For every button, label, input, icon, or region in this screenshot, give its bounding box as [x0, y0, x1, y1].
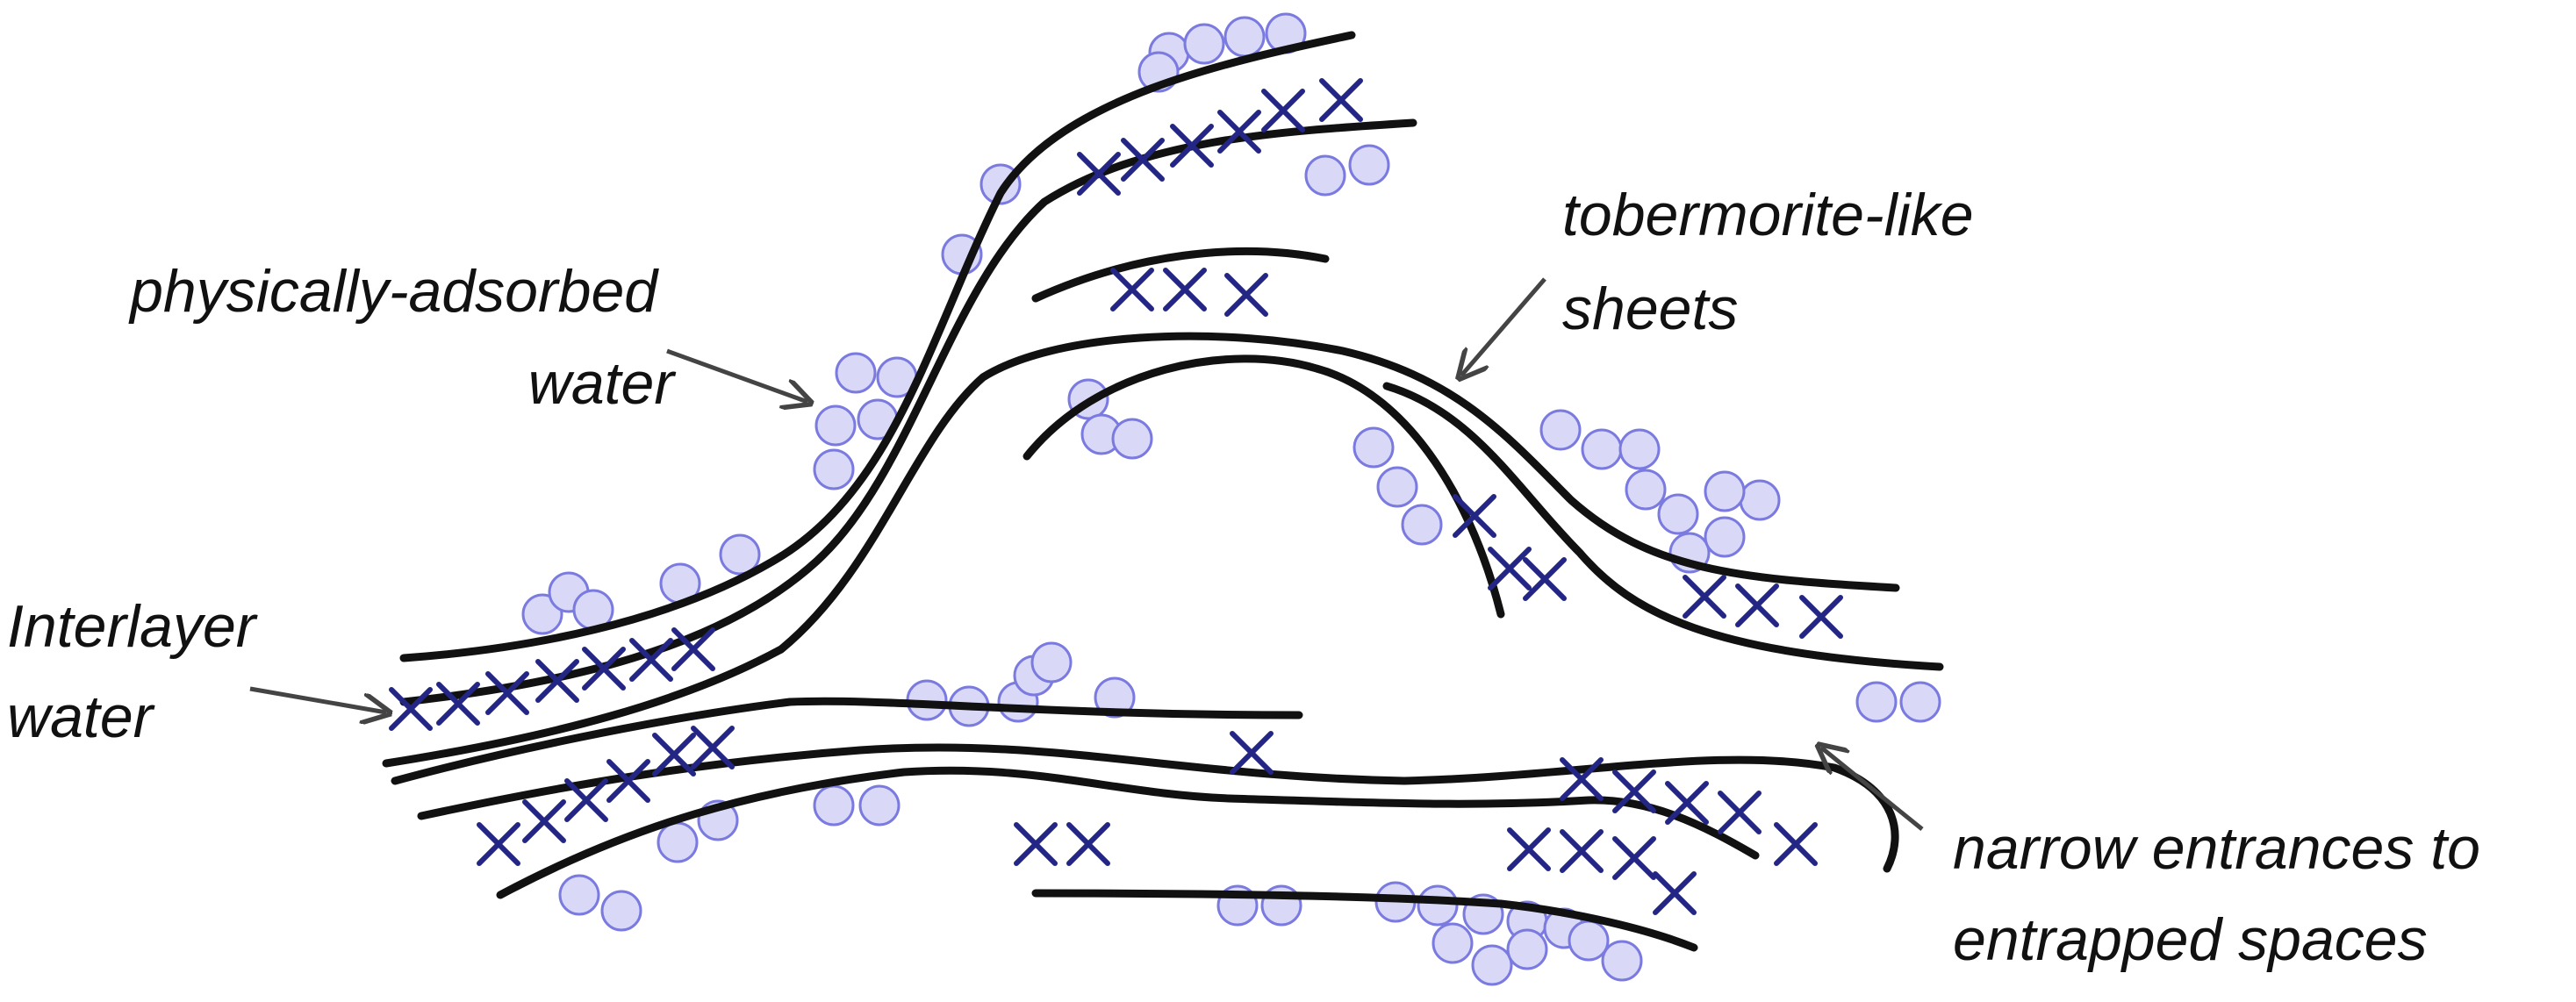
interlayer-water-x-22	[691, 726, 735, 769]
water-molecule-30	[1855, 681, 1898, 723]
interlayer-water-marks	[389, 78, 1843, 915]
tobermorite-sheets	[382, 31, 1944, 952]
interlayer-water-x-4	[1217, 110, 1261, 154]
water-molecule-43	[813, 784, 855, 827]
interlayer-water-x-25	[1230, 731, 1274, 775]
interlayer-water-x-7	[1110, 268, 1154, 311]
water-molecule-6	[1304, 154, 1346, 197]
label-interlayer-water: Interlayer water	[7, 593, 272, 750]
water-molecule-46	[600, 890, 642, 932]
water-molecules	[521, 12, 1941, 986]
water-molecule-47	[657, 821, 699, 863]
interlayer-water-x-32	[1560, 757, 1604, 801]
arrow-narrow-entrances	[1821, 748, 1924, 831]
interlayer-water-x-20	[606, 759, 650, 803]
interlayer-water-x-31	[1799, 595, 1843, 639]
sheet-4	[382, 332, 1900, 768]
arrow-physically-adsorbed	[666, 348, 807, 402]
water-molecule-21	[1539, 409, 1582, 451]
sheet-9	[496, 766, 1760, 899]
sheet-7	[391, 697, 1303, 785]
water-molecule-2	[1183, 23, 1225, 65]
arrow-tobermorite-sheets	[1461, 277, 1546, 376]
interlayer-water-x-5	[1261, 89, 1305, 132]
water-molecule-32	[521, 593, 563, 635]
water-molecule-31	[1899, 681, 1941, 723]
interlayer-water-x-6	[1319, 78, 1363, 122]
interlayer-water-x-36	[1774, 822, 1818, 866]
interlayer-water-x-27	[1488, 547, 1532, 590]
interlayer-water-x-26	[1453, 494, 1496, 538]
interlayer-water-x-17	[477, 822, 520, 866]
interlayer-water-x-9	[1224, 273, 1268, 317]
interlayer-water-x-19	[564, 778, 608, 822]
interlayer-water-x-13	[535, 659, 579, 703]
sheet-1	[399, 31, 1356, 662]
interlayer-water-x-2	[1121, 138, 1165, 182]
water-molecule-59	[1471, 944, 1513, 986]
water-molecule-56	[1568, 920, 1610, 962]
interlayer-water-x-37	[1507, 827, 1551, 871]
interlayer-water-x-14	[582, 647, 626, 691]
interlayer-water-x-11	[436, 682, 480, 726]
water-molecule-18	[1353, 426, 1395, 469]
water-molecule-52	[1417, 884, 1459, 927]
interlayer-water-x-15	[629, 638, 673, 682]
interlayer-water-x-30	[1735, 583, 1779, 627]
water-molecule-14	[813, 448, 855, 490]
interlayer-water-x-40	[1653, 871, 1697, 915]
interlayer-water-x-29	[1683, 575, 1726, 619]
interlayer-water-x-39	[1612, 836, 1656, 880]
interlayer-water-x-16	[671, 627, 715, 671]
water-molecule-45	[558, 874, 600, 916]
water-molecule-22	[1581, 428, 1623, 470]
interlayer-water-x-12	[485, 671, 529, 715]
water-molecule-25	[1657, 493, 1699, 535]
water-molecule-3	[1223, 16, 1266, 58]
sheet-6	[1382, 382, 1944, 671]
interlayer-water-x-33	[1612, 769, 1656, 813]
sheet-2	[399, 118, 1417, 706]
water-molecule-27	[1704, 516, 1746, 558]
water-molecule-29	[1704, 470, 1746, 512]
interlayer-water-x-24	[1066, 822, 1110, 866]
water-molecule-41	[1030, 641, 1073, 684]
sheet-10	[1031, 889, 1698, 952]
water-molecule-57	[1601, 940, 1643, 982]
interlayer-water-x-34	[1665, 781, 1709, 825]
water-molecule-42	[1094, 676, 1136, 719]
water-molecule-60	[1506, 928, 1548, 970]
water-molecule-28	[1739, 479, 1781, 521]
water-molecule-36	[719, 533, 761, 576]
interlayer-water-x-35	[1718, 791, 1762, 834]
water-molecule-44	[858, 784, 901, 827]
sheet-3	[1031, 247, 1330, 303]
label-tobermorite-like-sheets: tobermorite-like sheets	[1562, 182, 1991, 342]
water-molecule-7	[1348, 144, 1390, 186]
interlayer-water-x-18	[522, 799, 566, 843]
label-physically-adsorbed-water: physically-adsorbed water	[128, 258, 676, 417]
water-molecule-19	[1376, 466, 1418, 508]
interlayer-water-x-21	[652, 733, 696, 777]
interlayer-water-x-38	[1560, 829, 1604, 873]
water-molecule-20	[1401, 504, 1443, 546]
interlayer-water-x-8	[1163, 268, 1207, 311]
interlayer-water-x-28	[1523, 557, 1567, 601]
arrow-interlayer-water	[249, 686, 386, 712]
interlayer-water-x-23	[1014, 822, 1058, 866]
water-molecule-23	[1618, 428, 1661, 470]
interlayer-water-x-3	[1170, 124, 1214, 168]
water-molecule-12	[814, 404, 857, 447]
interlayer-water-x-10	[389, 687, 433, 731]
interlayer-water-x-1	[1077, 152, 1121, 196]
water-molecule-24	[1625, 469, 1667, 511]
water-molecule-10	[835, 352, 877, 394]
water-molecule-58	[1432, 922, 1474, 964]
sheet-5	[1023, 354, 1505, 619]
water-molecule-17	[1111, 418, 1153, 460]
label-narrow-entrances: narrow entrances to entrapped spaces	[1953, 815, 2497, 973]
